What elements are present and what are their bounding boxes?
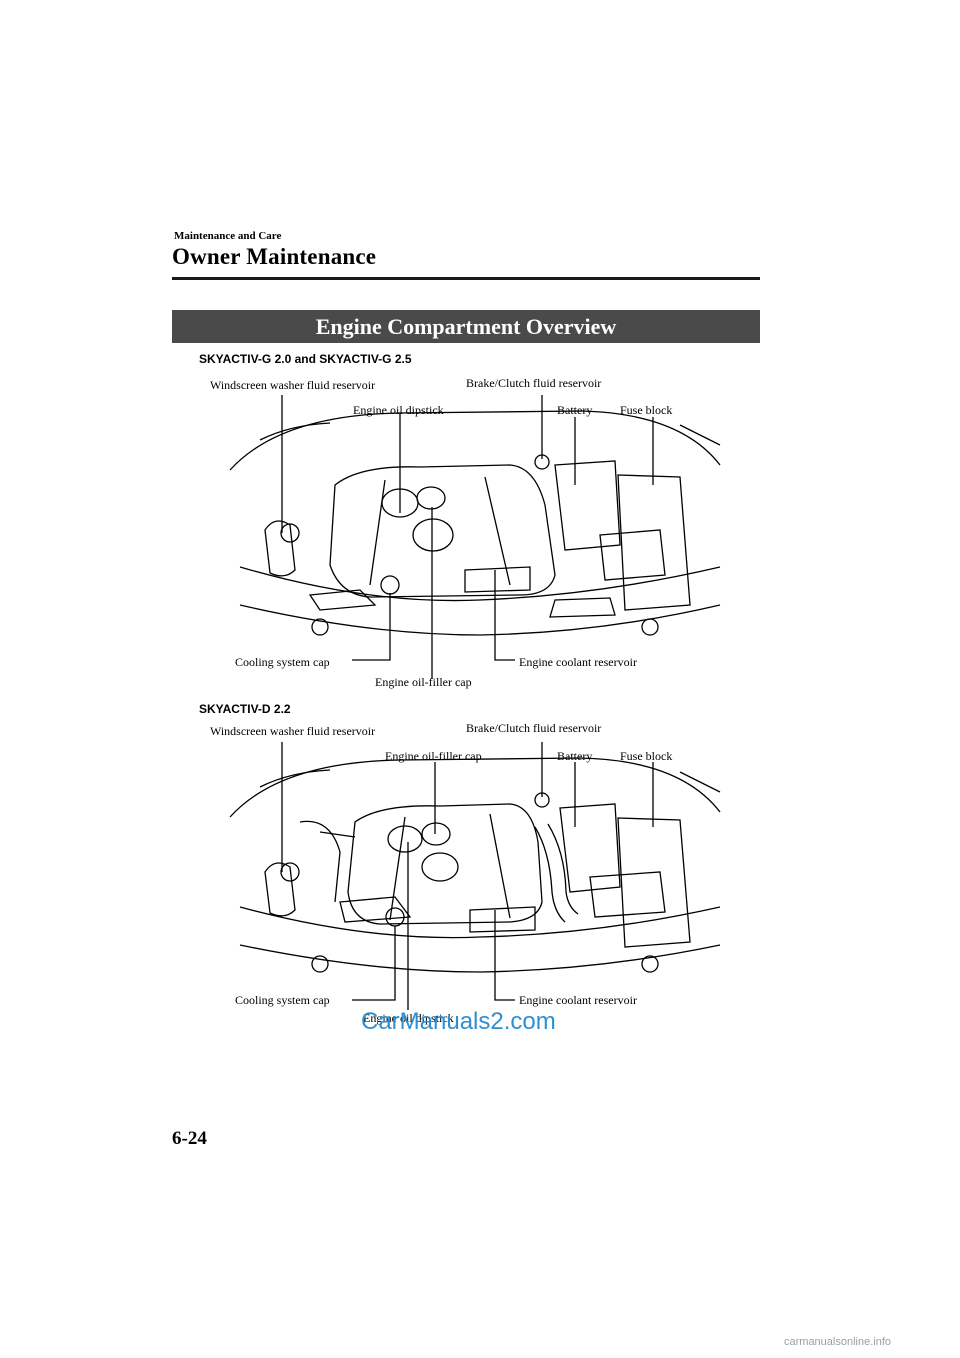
label-oil-dipstick: Engine oil dipstick [363,1011,454,1025]
site-watermark[interactable]: carmanualsonline.info [784,1336,892,1348]
section-banner: Engine Compartment Overview [172,310,760,343]
label-oil-filler: Engine oil-filler cap [375,675,472,689]
label-washer-reservoir: Windscreen washer fluid reservoir [210,724,376,738]
page-number: 6-24 [172,1128,207,1149]
label-coolant-reservoir: Engine coolant reservoir [519,655,637,669]
label-fuse-block: Fuse block [620,403,673,417]
label-coolant-reservoir: Engine coolant reservoir [519,993,637,1007]
label-brake-reservoir: Brake/Clutch fluid reservoir [466,721,602,735]
label-washer-reservoir: Windscreen washer fluid reservoir [210,378,376,392]
label-fuse-block: Fuse block [620,749,673,763]
label-battery: Battery [557,403,593,417]
engine-diagram-g [229,395,721,679]
label-battery: Battery [557,749,593,763]
label-cooling-cap: Cooling system cap [235,993,330,1007]
page-title: Owner Maintenance [172,244,377,269]
label-brake-reservoir: Brake/Clutch fluid reservoir [466,376,602,390]
watermark-link[interactable]: CarManuals2.com [361,1008,556,1035]
diagram-d-heading: SKYACTIV-D 2.2 [199,702,291,716]
label-cooling-cap: Cooling system cap [235,655,330,669]
engine-diagram-d [229,742,721,1010]
section-label: Maintenance and Care [174,230,282,242]
diagram-g-heading: SKYACTIV-G 2.0 and SKYACTIV-G 2.5 [199,352,412,366]
title-rule [172,277,760,280]
